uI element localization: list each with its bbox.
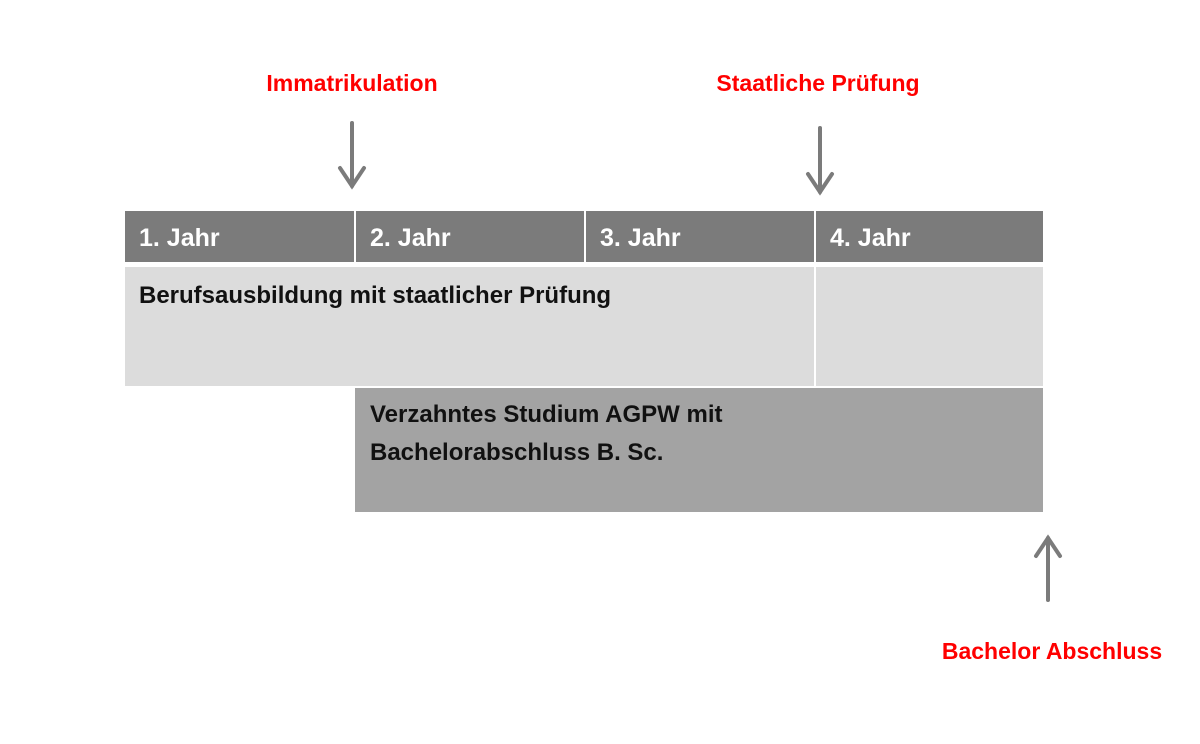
milestone-staatliche-pruefung: Staatliche Prüfung xyxy=(716,70,920,96)
studium-label-line2: Bachelorabschluss B. Sc. xyxy=(370,439,664,466)
year-header-3: 3. Jahr xyxy=(586,211,814,262)
milestone-bachelor-abschluss: Bachelor Abschluss xyxy=(941,638,1163,664)
arrow-down-icon xyxy=(806,126,834,196)
berufsausbildung-label: Berufsausbildung mit staatlicher Prüfung xyxy=(139,282,612,309)
year4-empty-cell xyxy=(816,267,1043,386)
year-header-4: 4. Jahr xyxy=(816,211,1043,262)
arrow-up-icon xyxy=(1034,534,1062,602)
arrow-down-icon xyxy=(338,121,366,190)
studium-bar: Verzahntes Studium AGPW mit Bachelorabsc… xyxy=(355,388,1043,512)
berufsausbildung-bar: Berufsausbildung mit staatlicher Prüfung xyxy=(125,267,814,386)
studium-label-line1: Verzahntes Studium AGPW mit xyxy=(370,401,723,428)
year-header-1: 1. Jahr xyxy=(125,211,354,262)
year-header-2: 2. Jahr xyxy=(356,211,584,262)
milestone-immatrikulation: Immatrikulation xyxy=(266,70,438,96)
